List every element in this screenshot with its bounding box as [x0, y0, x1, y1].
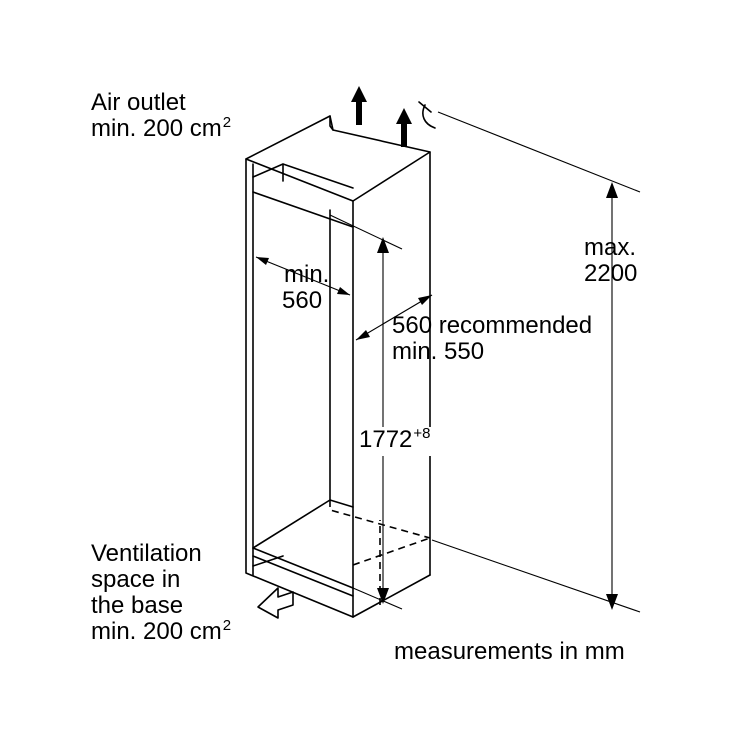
- base-vent-arrow: [257, 587, 294, 619]
- air-outlet-line2: min. 200 cm: [91, 115, 222, 142]
- inner-width-line2: 560: [282, 287, 323, 314]
- niche-height-sup: +8: [413, 425, 431, 442]
- air-outlet-line1: Air outlet: [91, 89, 186, 116]
- max-height-line1: max.: [584, 234, 637, 261]
- vent-line3: the base: [91, 592, 184, 619]
- depth-dimension: [355, 294, 433, 341]
- inner-width-label: min. 560: [282, 262, 329, 314]
- inner-width-dimension: [255, 256, 351, 296]
- units-note: measurements in mm: [394, 638, 625, 665]
- niche-height-value: 1772: [359, 426, 413, 453]
- vent-line4: min. 200 cm: [91, 618, 222, 645]
- inner-width-line1: min.: [284, 261, 330, 288]
- depth-line1: 560 recommended: [392, 312, 593, 339]
- cabinet-outline: [245, 115, 431, 618]
- air-outlet-label: Air outlet min. 200 cm2: [91, 90, 231, 145]
- max-height-label: max. 2200: [584, 235, 637, 287]
- air-outlet-arrows: [351, 86, 436, 147]
- vent-line1: Ventilation: [91, 540, 202, 567]
- vent-line2: space in: [91, 566, 181, 593]
- air-outlet-sup: 2: [222, 114, 232, 131]
- max-height-dimension: [431, 111, 641, 613]
- vent-sup: 2: [222, 617, 232, 634]
- niche-height-dimension: [329, 214, 403, 610]
- max-height-line2: 2200: [584, 260, 638, 287]
- depth-label: 560 recommended min. 550: [392, 313, 592, 365]
- ventilation-label: Ventilation space in the base min. 200 c…: [91, 541, 231, 648]
- niche-height-label: 1772+8: [358, 425, 432, 456]
- depth-line2: min. 550: [392, 338, 485, 365]
